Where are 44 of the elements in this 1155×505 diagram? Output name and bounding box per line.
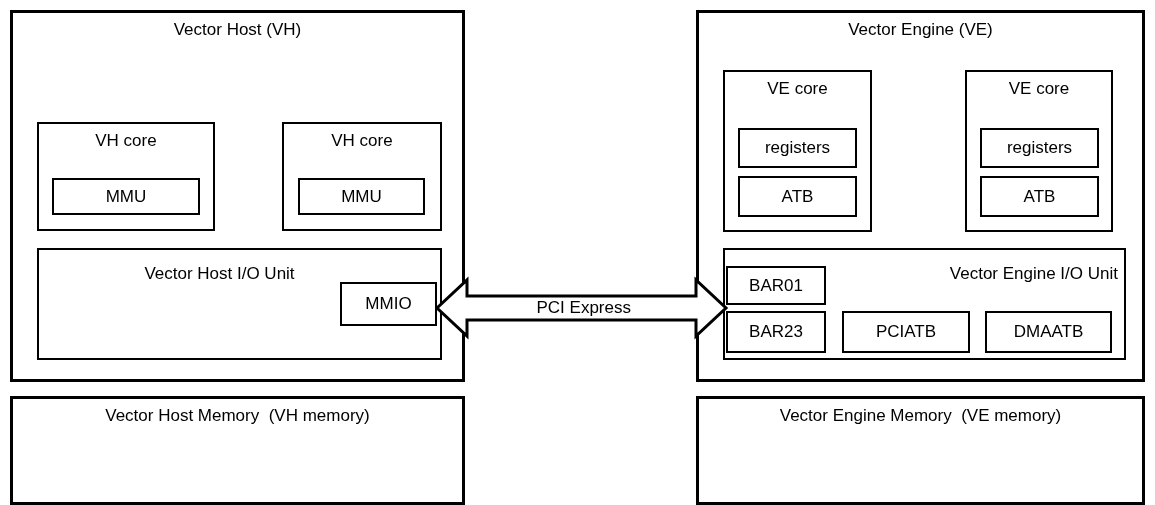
- box-label: MMU: [105, 186, 147, 207]
- box-label: Vector Engine Memory (VE memory): [779, 406, 1062, 426]
- box-label: VE core: [1008, 79, 1070, 99]
- box-label: DMAATB: [1013, 322, 1084, 342]
- unit-box: [723, 70, 872, 232]
- component-box: [10, 396, 465, 505]
- box-label: VH core: [95, 131, 157, 151]
- unit-box: [282, 122, 442, 231]
- unit-box: [37, 248, 442, 360]
- unit-box: [52, 178, 200, 215]
- box-label: VE core: [767, 79, 828, 99]
- unit-box: [726, 311, 826, 353]
- unit-box: [723, 248, 1126, 360]
- component-box: [10, 10, 465, 382]
- box-label: VH core: [331, 131, 393, 151]
- box-label: registers: [1006, 138, 1073, 158]
- unit-box: [980, 176, 1099, 217]
- component-box: [696, 396, 1145, 505]
- unit-box: [842, 311, 970, 353]
- edge-label: PCI Express: [535, 298, 632, 318]
- box-label: BAR01: [749, 275, 803, 296]
- component-box: [696, 10, 1145, 382]
- unit-box: [340, 282, 437, 326]
- box-label: Vector Host Memory (VH memory): [105, 406, 370, 426]
- box-label: Vector Host (VH): [173, 20, 302, 40]
- box-label: MMIO: [365, 294, 412, 314]
- box-label: ATB: [1023, 186, 1056, 207]
- box-label: ATB: [781, 186, 814, 207]
- unit-box: [985, 311, 1112, 353]
- unit-box: [298, 178, 425, 215]
- unit-box: [965, 70, 1113, 232]
- box-label: registers: [764, 138, 831, 158]
- box-label: PCIATB: [875, 322, 937, 342]
- unit-box: [726, 266, 826, 305]
- double-arrow: [434, 276, 729, 340]
- unit-box: [738, 176, 857, 217]
- box-label: Vector Engine I/O Unit: [949, 264, 1118, 284]
- box-label: BAR23: [749, 322, 803, 342]
- unit-box: [980, 128, 1099, 168]
- box-label: Vector Engine (VE): [848, 20, 993, 40]
- unit-box: [37, 122, 215, 231]
- box-label: Vector Host I/O Unit: [144, 264, 295, 284]
- unit-box: [738, 128, 857, 168]
- box-label: MMU: [341, 186, 382, 207]
